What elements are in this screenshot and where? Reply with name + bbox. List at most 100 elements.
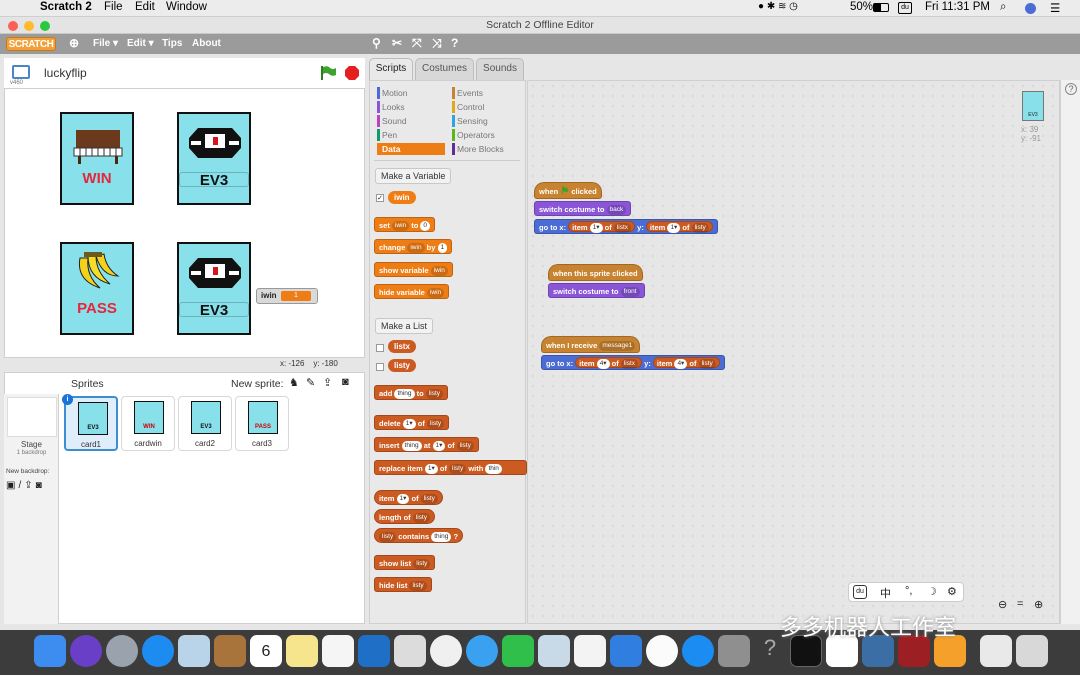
tab-costumes[interactable]: Costumes — [415, 58, 474, 80]
scratch-menu-tips[interactable]: Tips — [162, 38, 183, 49]
mail-stamp-icon[interactable] — [178, 635, 210, 667]
card-win[interactable]: WIN — [60, 112, 134, 205]
finder-icon[interactable] — [34, 635, 66, 667]
when-i-receive-hat[interactable]: when I receive message1 — [541, 336, 641, 353]
dictionary-app-icon[interactable] — [898, 635, 930, 667]
sprite-thumb-card1[interactable]: i EV3 card1 — [62, 394, 118, 451]
card-pass[interactable]: PASS — [60, 242, 134, 335]
ime-halfwidth[interactable]: ☽ — [927, 586, 937, 598]
minimize-window-button[interactable] — [24, 21, 34, 31]
list-reporter-listy[interactable]: listy — [388, 359, 417, 372]
upload-sprite-icon[interactable]: ⇪ — [323, 377, 333, 389]
stop-sign-icon[interactable] — [344, 65, 360, 81]
menu-edit[interactable]: Edit — [135, 1, 155, 13]
scripts-scrollbar[interactable]: ? — [1060, 80, 1080, 624]
keynote-icon[interactable] — [610, 635, 642, 667]
change-variable-block[interactable]: change iwin by 1 — [374, 239, 453, 254]
tab-sounds[interactable]: Sounds — [476, 58, 524, 80]
ime-punctuation[interactable]: °, — [905, 585, 913, 597]
variable-checkbox[interactable]: ✓ — [376, 194, 384, 202]
insert-list-block[interactable]: insert thing at 1▾ of listy — [374, 437, 479, 452]
variable-monitor-iwin[interactable]: iwin 1 — [256, 288, 318, 304]
battery-percent[interactable]: 50% — [850, 1, 874, 13]
globe-icon[interactable]: ⊕ — [69, 36, 80, 50]
dictionary-icon[interactable]: du — [898, 2, 912, 14]
hide-variable-block[interactable]: hide variable iwin — [374, 284, 450, 299]
help-icon[interactable]: ? — [1065, 83, 1077, 95]
music-icon[interactable] — [646, 635, 678, 667]
close-window-button[interactable] — [8, 21, 18, 31]
help-question-icon[interactable]: ? — [763, 635, 777, 660]
list-contains-boolean[interactable]: listy contains thing ? — [374, 528, 464, 543]
siri-icon[interactable] — [1025, 3, 1036, 14]
siri-app-icon[interactable] — [70, 635, 102, 667]
show-variable-block[interactable]: show variable iwin — [374, 262, 453, 277]
ev3-app-icon[interactable] — [826, 635, 858, 667]
help-tool-icon[interactable]: ? — [451, 36, 459, 50]
system-preferences-icon[interactable] — [718, 635, 750, 667]
category-pen[interactable]: Pen — [377, 129, 397, 141]
set-variable-block[interactable]: set iwin to 0 — [374, 217, 436, 232]
backdrop-tools[interactable]: ▣/⇪◙ — [6, 480, 45, 491]
when-sprite-clicked-hat[interactable]: when this sprite clicked — [548, 264, 643, 281]
textedit-icon[interactable] — [538, 635, 570, 667]
fullscreen-icon[interactable] — [12, 65, 30, 79]
switch-costume-block[interactable]: switch costume to front — [548, 283, 645, 298]
category-motion[interactable]: Motion — [377, 87, 408, 99]
category-control[interactable]: Control — [452, 101, 484, 113]
tab-scripts[interactable]: Scripts — [369, 58, 413, 80]
contacts-icon[interactable] — [214, 635, 246, 667]
menu-app[interactable]: Scratch 2 — [40, 1, 92, 13]
camera-sprite-icon[interactable]: ◙ — [342, 376, 349, 388]
replace-list-item-block[interactable]: replace item 1▾ of listy with thin — [374, 460, 527, 475]
go-to-xy-block[interactable]: go to x: item 4▾ of listx y: item 4▾ of … — [541, 355, 725, 370]
card-ev3-bottom[interactable]: EV3 — [177, 242, 251, 335]
menu-window[interactable]: Window — [166, 1, 207, 13]
grow-tool-icon[interactable]: ⤧ — [412, 36, 422, 50]
safari-icon[interactable] — [142, 635, 174, 667]
ime-toolbar[interactable]: du 中 °, ☽ ⚙ — [848, 582, 964, 602]
show-list-block[interactable]: show list listy — [374, 555, 436, 570]
terminal-icon[interactable] — [790, 635, 822, 667]
category-events[interactable]: Events — [452, 87, 483, 99]
list-checkbox-listy[interactable] — [376, 363, 384, 371]
category-data[interactable]: Data — [377, 143, 445, 155]
delete-tool-icon[interactable]: ✂ — [392, 36, 403, 50]
stage-thumbnail[interactable] — [7, 397, 57, 437]
project-name[interactable]: luckyflip — [44, 66, 87, 80]
outlook-icon[interactable] — [358, 635, 390, 667]
item-of-list-reporter[interactable]: item 1▾ of listy — [374, 490, 443, 505]
numbers-icon[interactable] — [574, 635, 606, 667]
make-variable-button[interactable]: Make a Variable — [375, 168, 452, 184]
list-checkbox-listx[interactable] — [376, 344, 384, 352]
facetime-icon[interactable] — [502, 635, 534, 667]
green-flag-icon[interactable] — [319, 65, 337, 81]
duplicate-tool-icon[interactable]: ⚲ — [372, 36, 381, 50]
downloads-stack-icon[interactable] — [980, 635, 1012, 667]
calendar-icon[interactable]: 6 — [250, 635, 282, 667]
shrink-tool-icon[interactable]: ⤨ — [432, 36, 442, 50]
length-of-list-reporter[interactable]: length of listy — [374, 509, 435, 524]
hide-list-block[interactable]: hide list listy — [374, 577, 432, 592]
reminders-icon[interactable] — [322, 635, 354, 667]
zoom-in-icon[interactable]: ⊕ — [1034, 599, 1044, 611]
choose-sprite-library-icon[interactable]: ♞ — [289, 377, 299, 389]
add-to-list-block[interactable]: add thing to listy — [374, 385, 449, 400]
messages-icon[interactable] — [466, 635, 498, 667]
python-icon[interactable] — [862, 635, 894, 667]
zoom-out-icon[interactable]: ⊖ — [998, 599, 1008, 611]
ime-chinese-mode[interactable]: 中 — [880, 588, 891, 600]
delete-from-list-block[interactable]: delete 1▾ of listy — [374, 415, 450, 430]
spotlight-icon[interactable]: ⌕ — [1000, 1, 1007, 13]
zoom-window-button[interactable] — [40, 21, 50, 31]
launchpad-icon[interactable] — [106, 635, 138, 667]
list-reporter-listx[interactable]: listx — [388, 340, 417, 353]
variable-reporter-iwin[interactable]: iwin — [388, 191, 416, 204]
zoom-reset-icon[interactable]: = — [1017, 598, 1024, 610]
category-sensing[interactable]: Sensing — [452, 115, 488, 127]
scratch-app-icon[interactable] — [934, 635, 966, 667]
sprite-thumb-cardwin[interactable]: WIN cardwin — [121, 396, 175, 451]
trash-icon[interactable] — [1016, 635, 1048, 667]
scratch-menu-file[interactable]: File ▾ — [93, 38, 119, 49]
sprite-thumb-card3[interactable]: PASS card3 — [235, 396, 289, 451]
